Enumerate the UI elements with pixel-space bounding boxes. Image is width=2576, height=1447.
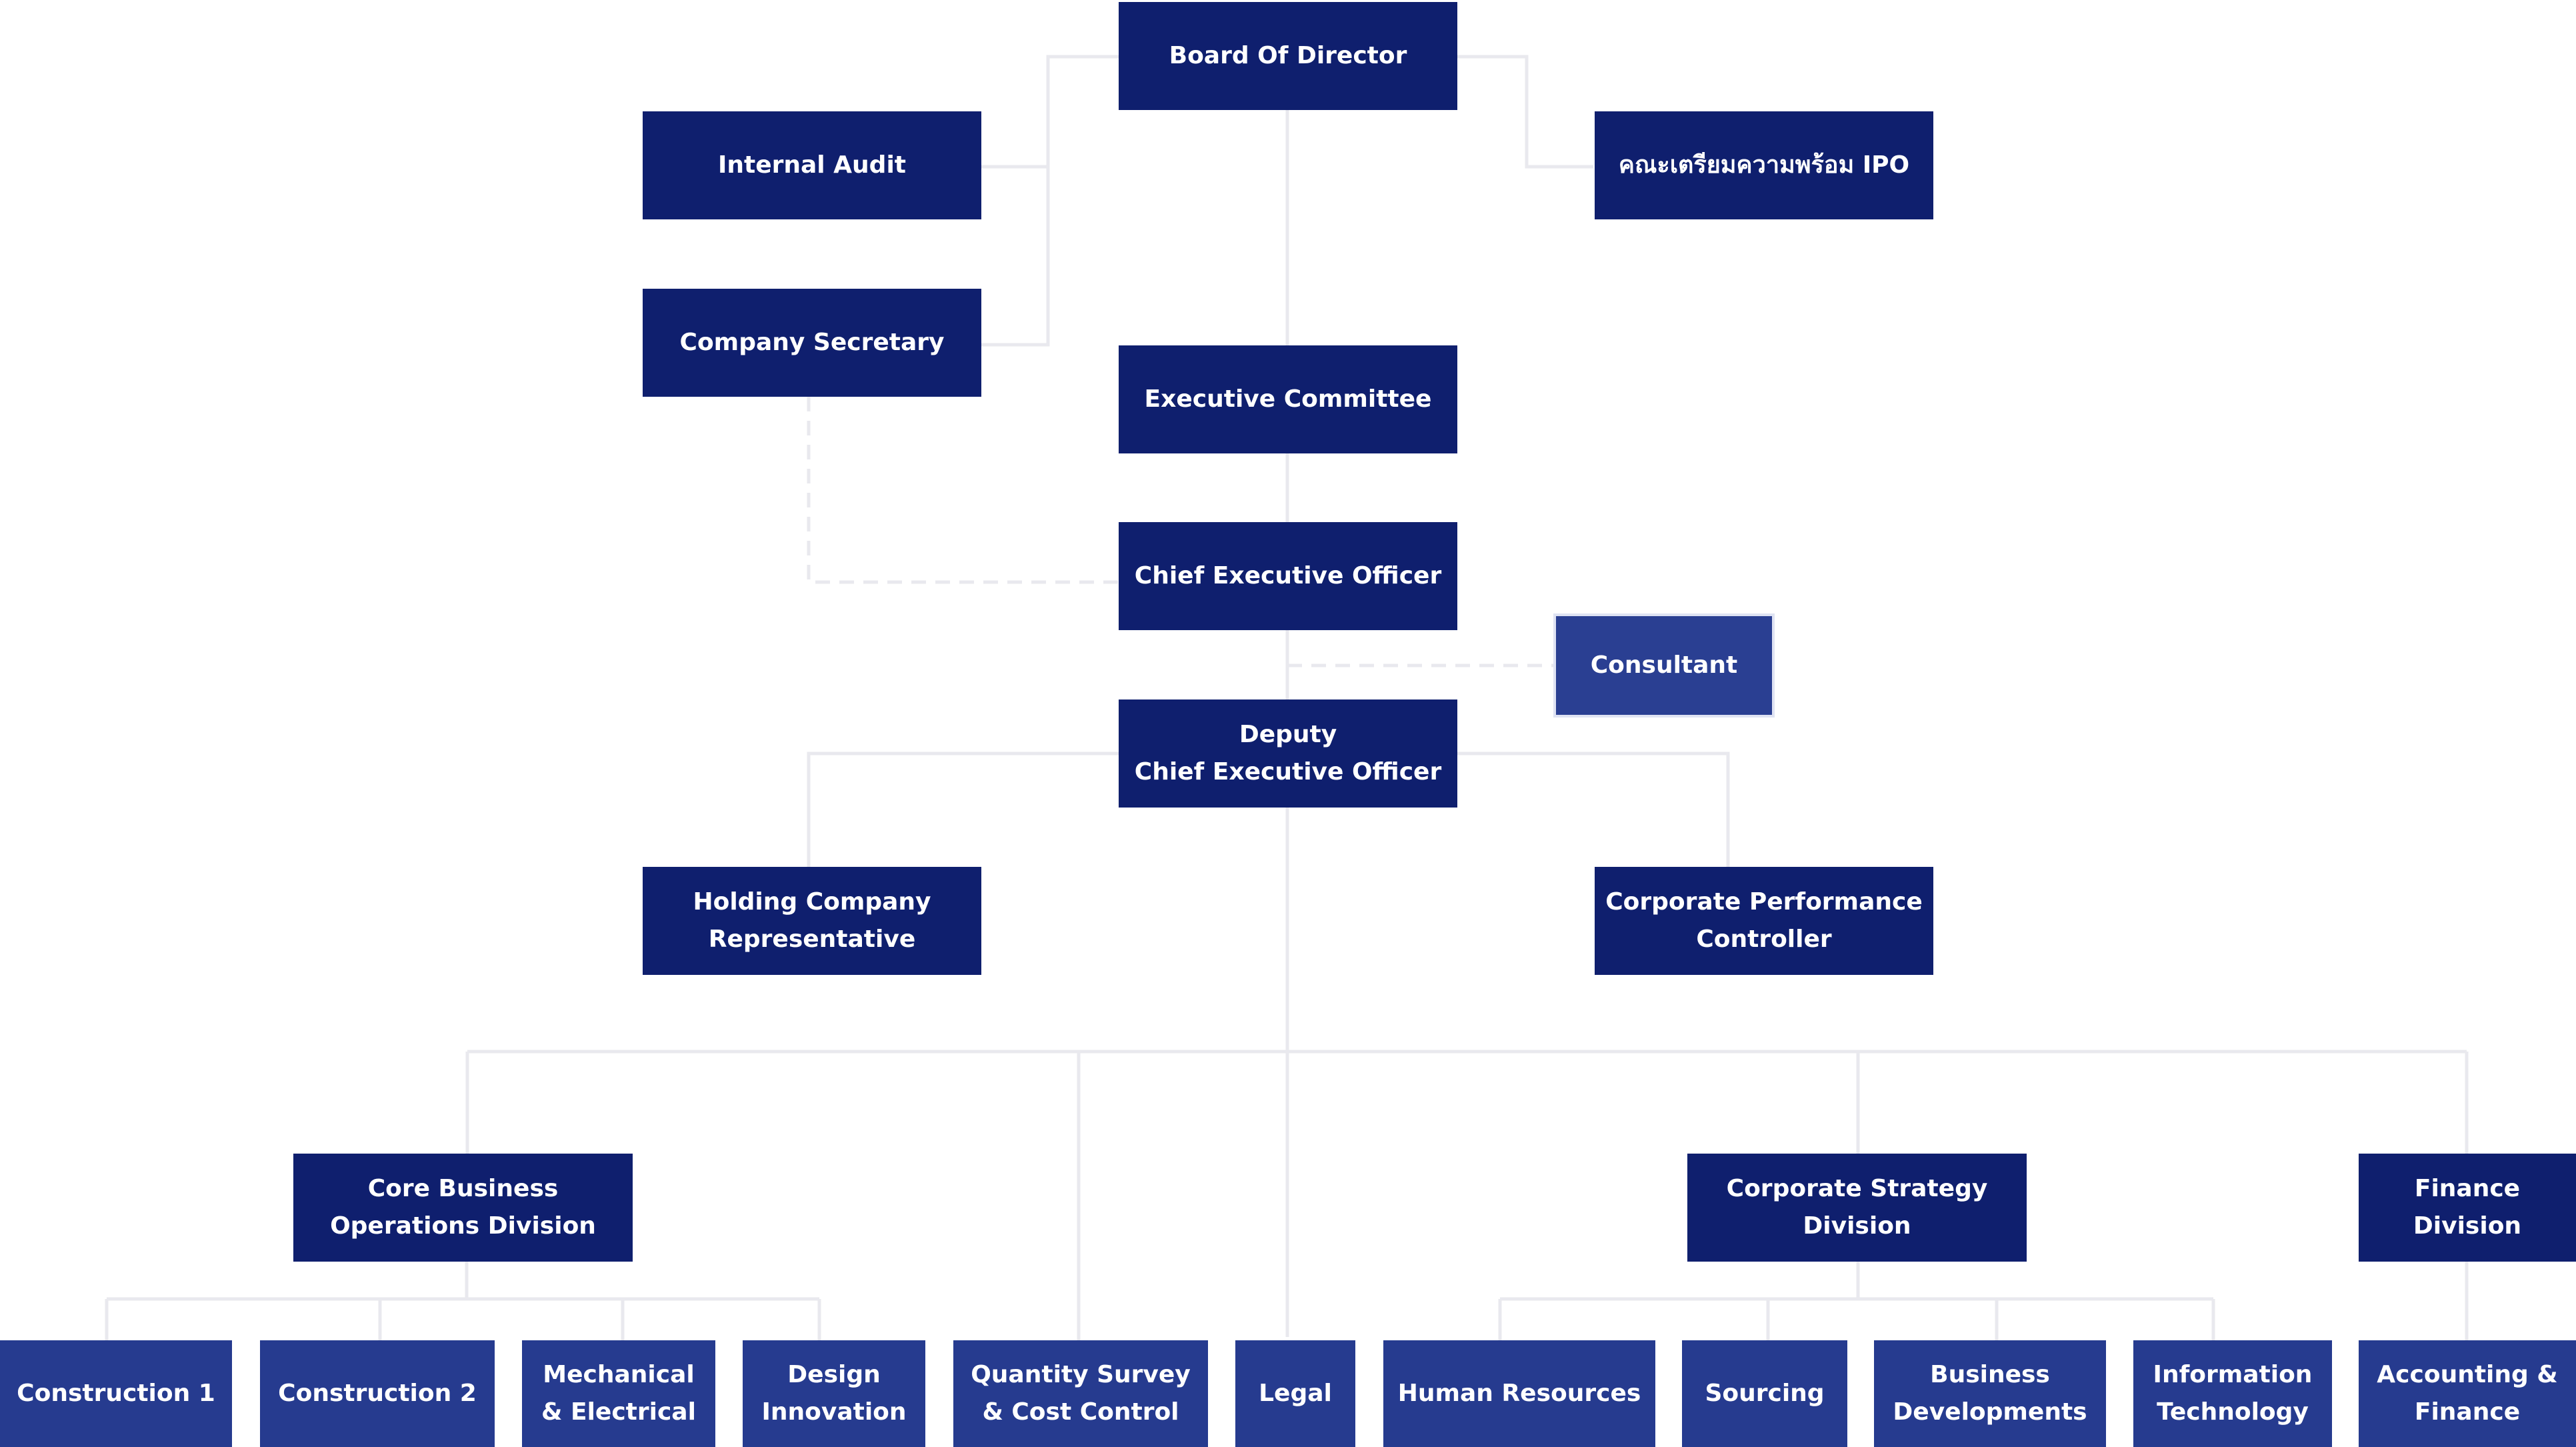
- connector-division-bus: [465, 1050, 2469, 1340]
- ipo-committee-box: คณะเตรียมความพร้อม IPO: [1595, 111, 1933, 219]
- deputy-ceo-box: Deputy Chief Executive Officer: [1119, 699, 1457, 808]
- connector-core-bus: [105, 1260, 821, 1340]
- construction-1-box: Construction 1: [0, 1340, 232, 1447]
- consultant-box: Consultant: [1553, 613, 1775, 717]
- executive-committee-box: Executive Committee: [1119, 345, 1457, 453]
- accounting-finance-box: Accounting & Finance: [2359, 1340, 2576, 1447]
- holding-company-representative-box: Holding Company Representative: [643, 867, 981, 975]
- information-technology-box: Information Technology: [2133, 1340, 2332, 1447]
- sourcing-box: Sourcing: [1682, 1340, 1847, 1447]
- corporate-strategy-division-box: Corporate Strategy Division: [1687, 1154, 2027, 1262]
- quantity-survey-box: Quantity Survey & Cost Control: [953, 1340, 1208, 1447]
- corporate-performance-controller-box: Corporate Performance Controller: [1595, 867, 1933, 975]
- ceo-box: Chief Executive Officer: [1119, 522, 1457, 630]
- internal-audit-box: Internal Audit: [643, 111, 981, 219]
- connector-secretary-dashed: [807, 397, 1119, 584]
- connector-deputy-branches: [807, 752, 1730, 867]
- board-of-director-box: Board Of Director: [1119, 2, 1457, 110]
- connector-board-right: [1457, 55, 1593, 169]
- construction-2-box: Construction 2: [260, 1340, 495, 1447]
- connector-strategy-bus: [1498, 1260, 2215, 1340]
- finance-division-box: Finance Division: [2359, 1154, 2576, 1262]
- mechanical-electrical-box: Mechanical & Electrical: [522, 1340, 715, 1447]
- connector-board-left: [981, 55, 1119, 347]
- core-business-division-box: Core Business Operations Division: [293, 1154, 633, 1262]
- legal-box: Legal: [1235, 1340, 1355, 1447]
- human-resources-box: Human Resources: [1383, 1340, 1655, 1447]
- design-innovation-box: Design Innovation: [743, 1340, 925, 1447]
- company-secretary-box: Company Secretary: [643, 289, 981, 397]
- business-developments-box: Business Developments: [1874, 1340, 2106, 1447]
